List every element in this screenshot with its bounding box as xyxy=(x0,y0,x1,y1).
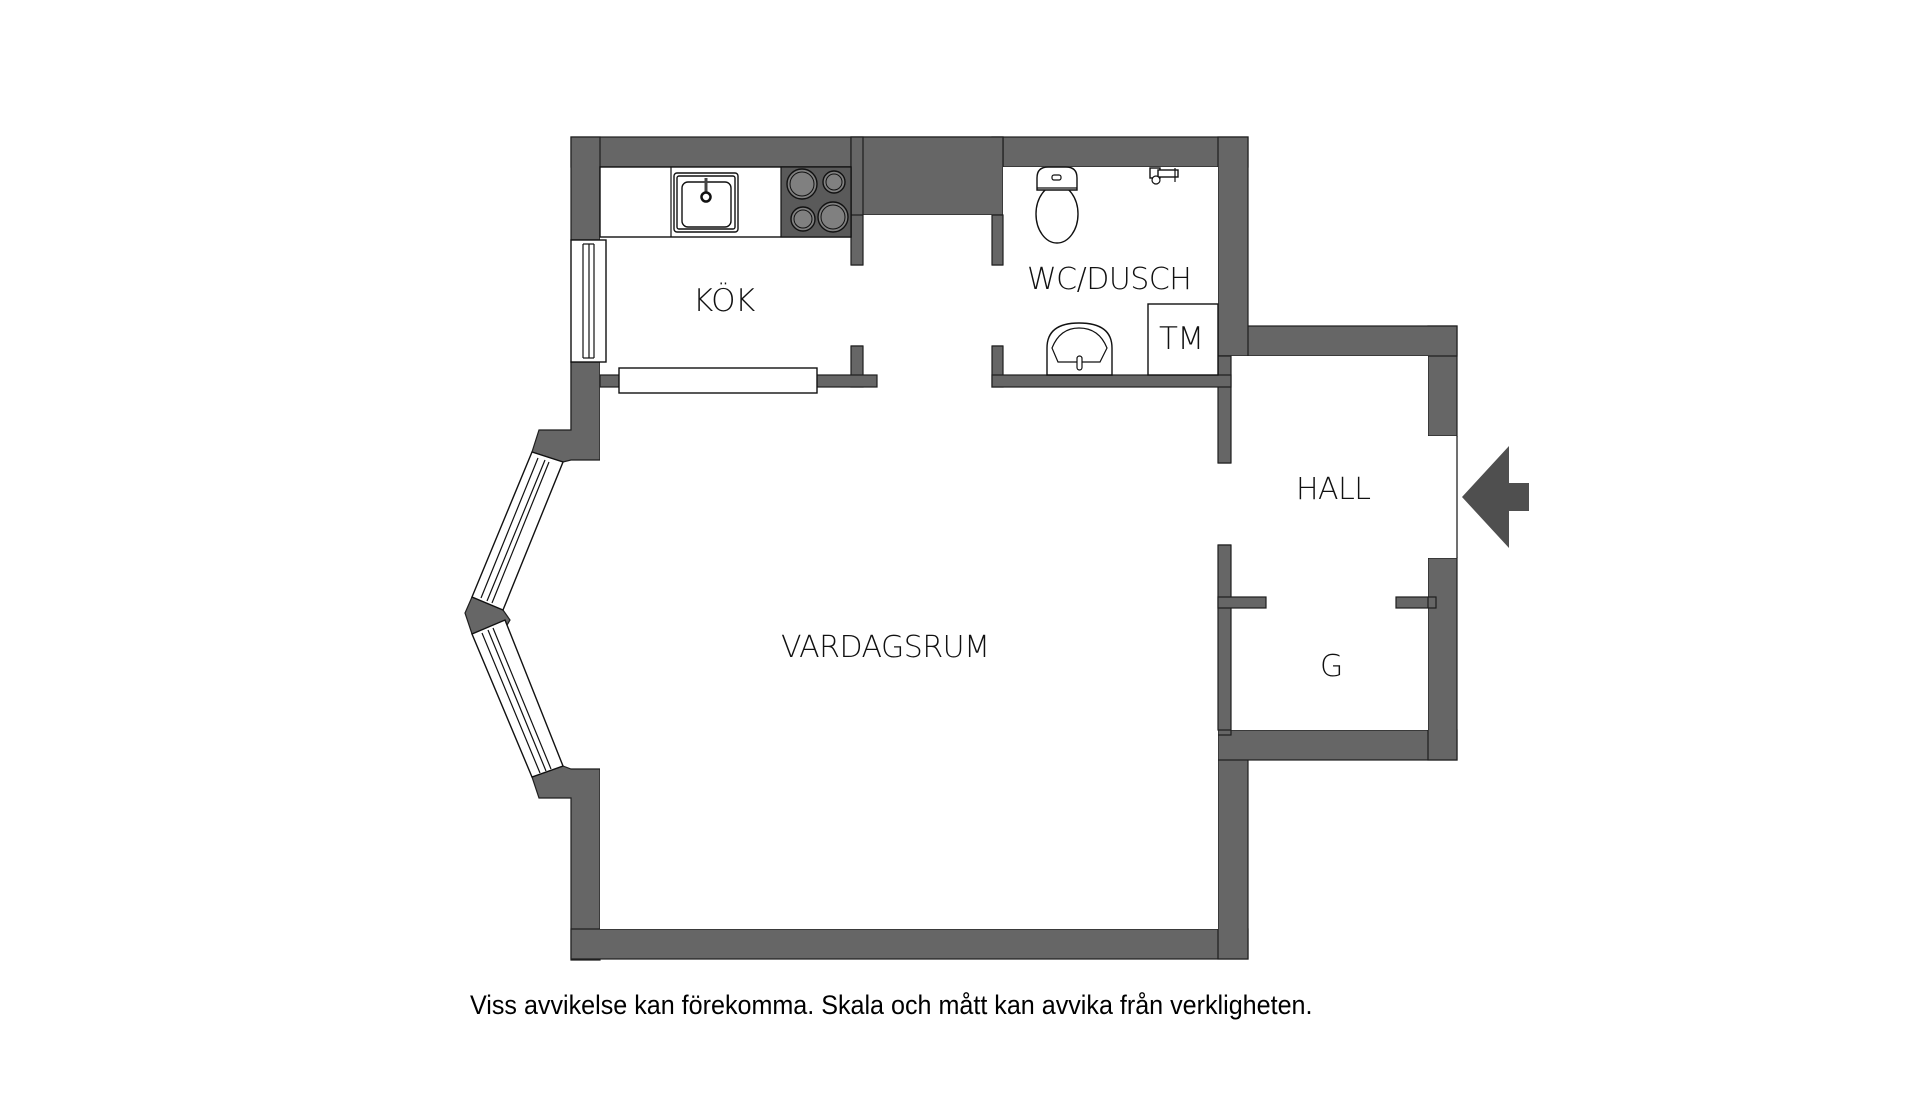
room-label-g: G xyxy=(1320,649,1343,684)
wall-bottom xyxy=(570,928,1249,960)
entrance-arrow-icon xyxy=(1462,446,1529,548)
wall-bath-right xyxy=(1217,136,1249,357)
wall-hall-top xyxy=(1217,325,1458,357)
sink-icon xyxy=(673,172,739,233)
washing-machine-box xyxy=(1147,303,1219,376)
wall-recess xyxy=(850,136,1004,216)
bay-window-upper xyxy=(471,451,564,611)
disclaimer-text: Viss avvikelse kan förekomma. Skala och … xyxy=(470,990,1313,1020)
room-label-kok: KÖK xyxy=(693,283,755,319)
kitchen-window xyxy=(570,239,607,363)
wall-bay-lower xyxy=(531,765,601,961)
walls xyxy=(464,136,1458,961)
room-label-wc-dusch: WC/DUSCH xyxy=(1027,262,1191,297)
wall-closet-bottom xyxy=(1217,729,1458,761)
toilet-icon xyxy=(1035,166,1079,244)
washbasin-icon xyxy=(1046,322,1113,376)
wall-bay-upper xyxy=(531,361,601,463)
room-label-tm: TM xyxy=(1159,321,1204,357)
bay-window-lower xyxy=(471,619,564,778)
stove-icon xyxy=(780,166,852,238)
wall-left-kitchen-top xyxy=(570,136,601,241)
shower-mixer-icon xyxy=(1149,167,1179,185)
room-label-hall: HALL xyxy=(1296,472,1371,507)
wall-hall-right-bottom xyxy=(1427,557,1458,761)
kitchen-radiator xyxy=(618,367,818,394)
wall-right-lower xyxy=(1217,729,1249,960)
room-label-vardagsrum: VARDAGSRUM xyxy=(781,630,990,665)
